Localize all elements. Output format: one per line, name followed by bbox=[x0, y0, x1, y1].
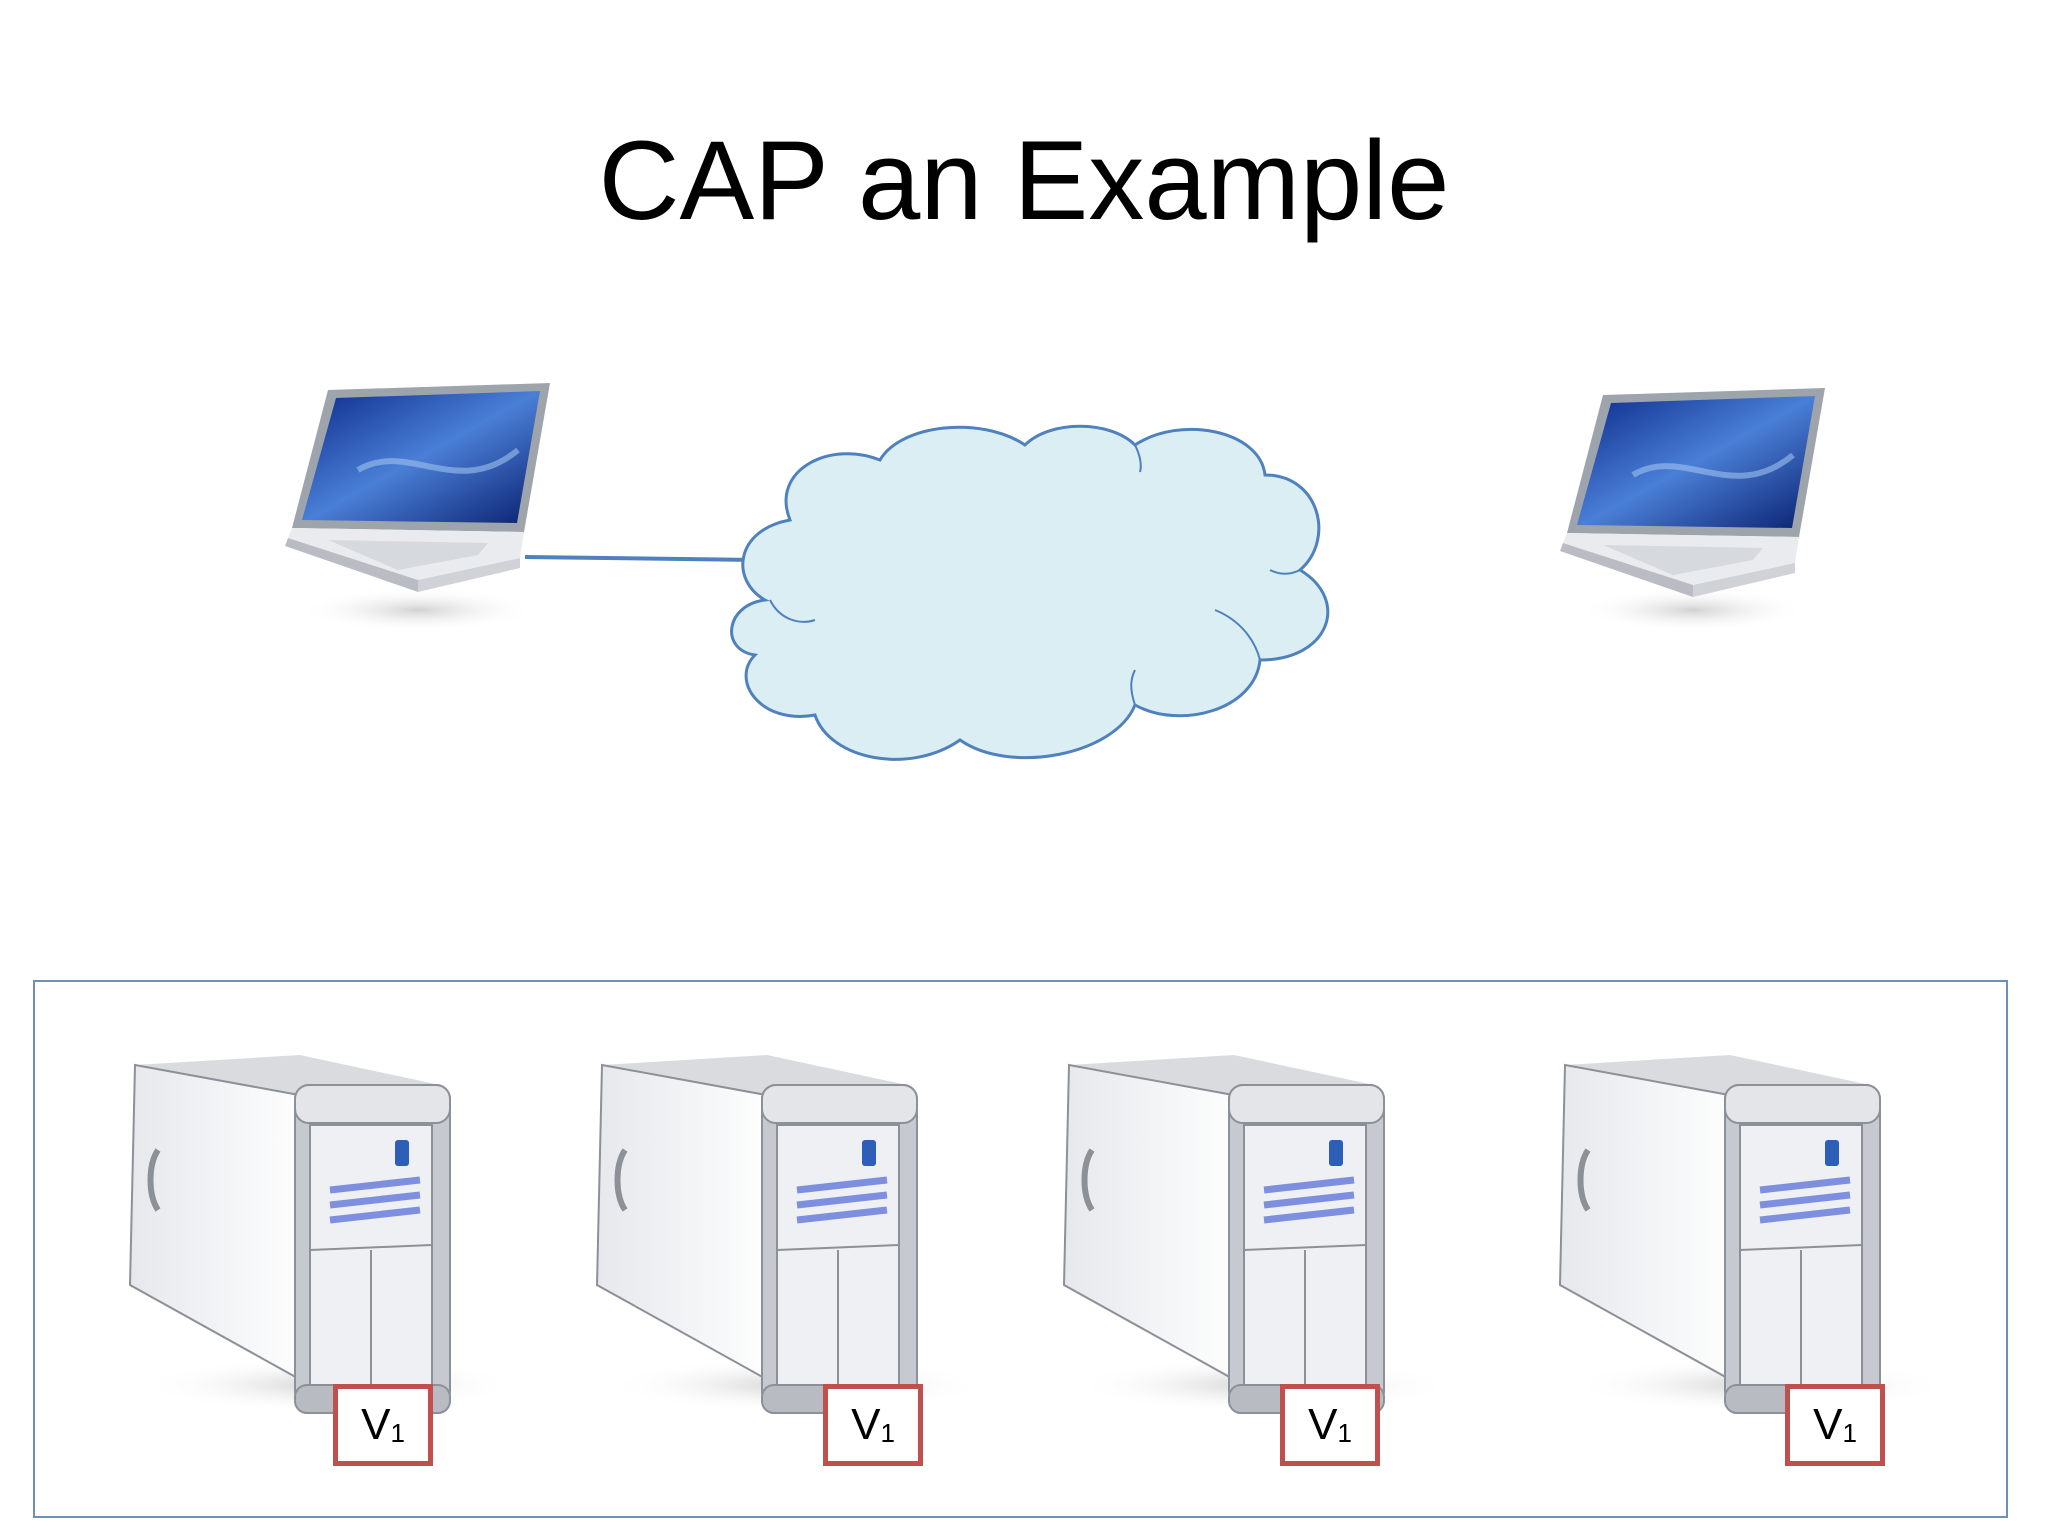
laptop-icon bbox=[1560, 388, 1825, 632]
value-label: V bbox=[1308, 1400, 1338, 1449]
value-subscript: 1 bbox=[880, 1417, 895, 1448]
cloud-icon bbox=[730, 424, 1330, 761]
server-tower-icon bbox=[595, 1055, 987, 1414]
value-subscript: 1 bbox=[390, 1417, 405, 1448]
value-subscript: 1 bbox=[1842, 1417, 1857, 1448]
value-label: V bbox=[851, 1400, 881, 1449]
page-title: CAP an Example bbox=[598, 118, 1450, 243]
value-label: V bbox=[361, 1400, 391, 1449]
network-link bbox=[524, 555, 759, 562]
value-label: V bbox=[1813, 1400, 1843, 1449]
server-tower-icon bbox=[1062, 1055, 1454, 1414]
server-tower-icon bbox=[128, 1055, 520, 1414]
laptop-icon bbox=[285, 383, 550, 632]
value-subscript: 1 bbox=[1337, 1417, 1352, 1448]
server-tower-icon bbox=[1558, 1055, 1950, 1414]
